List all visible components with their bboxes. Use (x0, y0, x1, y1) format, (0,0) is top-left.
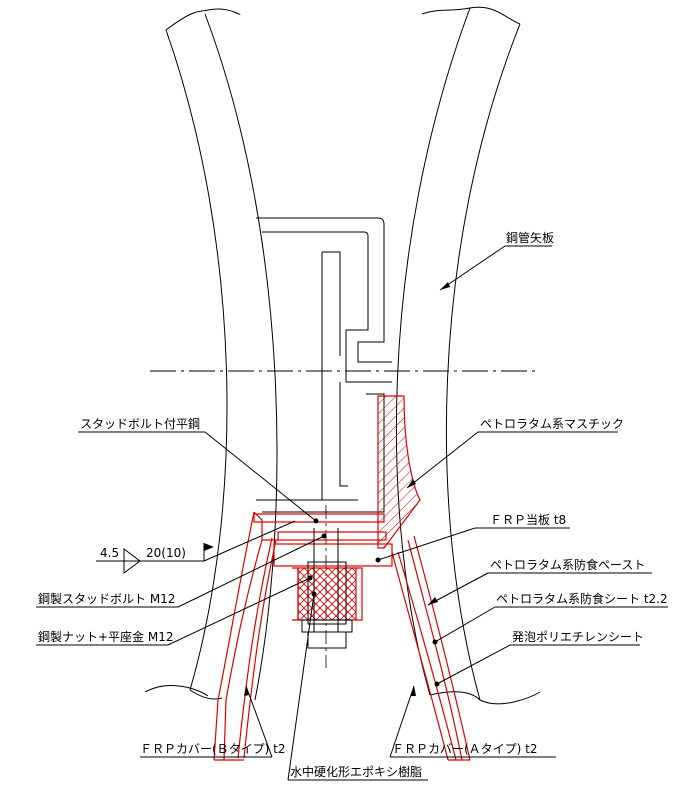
label-stud-bolt-flat-steel: スタッドボルト付平鋼 (80, 417, 200, 431)
label-frp-cover-b: ＦＲＰカバー(Ｂタイプ) t2 (140, 742, 286, 756)
frp-plate (253, 513, 393, 567)
label-underwater-epoxy: 水中硬化形エポキシ樹脂 (290, 764, 422, 779)
left-pile-wall (144, 8, 278, 701)
label-petrolatum-sheet: ペトロラタム系防食シート t2.2 (496, 591, 668, 606)
label-petrolatum-mastic: ペトロラタム系マスチック (480, 417, 624, 431)
nut-washer-assembly (292, 528, 363, 649)
label-petrolatum-paste: ペトロラタム系防食ペースト (490, 557, 645, 572)
label-weld-length: 20(10) (146, 546, 186, 560)
label-steel-nut-washer: 鋼製ナット+平座金 M12 (38, 629, 174, 644)
mastic-fill-hatch (377, 395, 421, 549)
label-steel-stud-bolt: 鋼製スタッドボルト M12 (38, 592, 175, 606)
label-steel-pipe-sheet-pile: 鋼管矢板 (506, 230, 554, 245)
right-pile-wall (395, 6, 541, 705)
pile-joint-interlock (256, 217, 392, 513)
label-frp-cover-a: ＦＲＰカバー(Ａタイプ) t2 (392, 742, 538, 756)
frp-cover-b (213, 511, 277, 761)
label-foam-pe-sheet: 発泡ポリエチレンシート (512, 630, 644, 644)
frp-cover-a (391, 535, 471, 761)
label-weld-size: 4.5 (100, 546, 119, 560)
weld-symbol (96, 520, 296, 574)
label-frp-plate: ＦＲＰ当板 t8 (490, 513, 566, 527)
leaders (36, 245, 668, 781)
